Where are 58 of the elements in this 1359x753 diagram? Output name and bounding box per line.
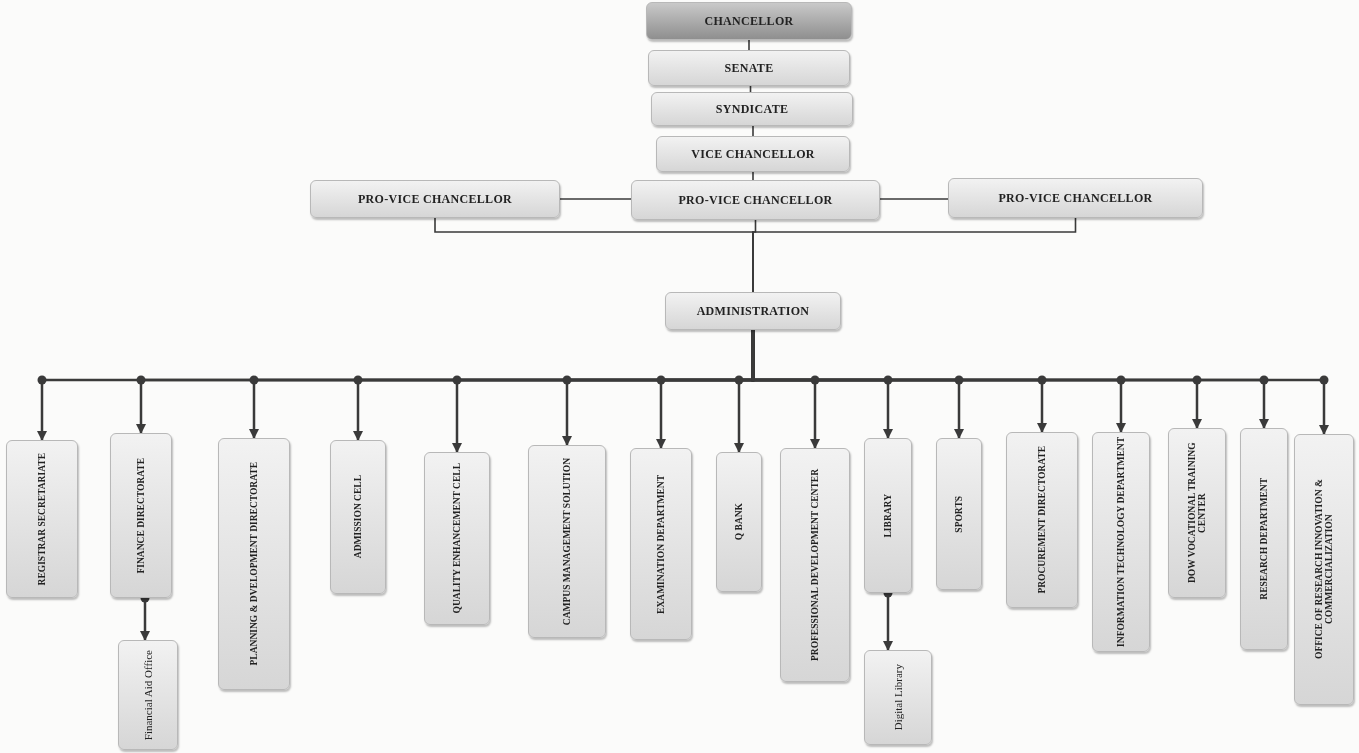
unit-name: ADMISSION CELL [352, 475, 364, 559]
org-box [424, 452, 490, 625]
org-box [716, 452, 762, 592]
unit-name: PRO-VICE CHANCELLOR [998, 190, 1153, 207]
org-box [310, 180, 560, 218]
org-box [631, 180, 880, 220]
org-box [780, 448, 850, 682]
unit-name: Digital Library [891, 664, 905, 731]
unit-name: ADMINISTRATION [696, 303, 810, 320]
unit-name: LIBRARY [882, 493, 894, 538]
org-box [330, 440, 386, 594]
connector-line [752, 171, 754, 181]
unit-name: FINANCE DIRECTORATE [135, 457, 147, 574]
org-box [648, 50, 850, 86]
unit-name: RESEARCH DEPARTMENT [1258, 478, 1270, 600]
unit-name: INFORMATION TECHNOLOGY DEPARTMENT [1115, 437, 1127, 647]
unit-name: PROFESSIONAL DEVELOPMENT CENTER [809, 469, 821, 661]
org-box [110, 433, 172, 598]
org-box [630, 448, 692, 640]
org-box [118, 640, 178, 750]
org-box [864, 438, 912, 593]
org-box [1240, 428, 1288, 650]
unit-name: SENATE [724, 60, 774, 77]
unit-name: PRO-VICE CHANCELLOR [357, 191, 512, 208]
org-box [948, 178, 1203, 218]
org-box [665, 292, 841, 330]
org-box [651, 92, 853, 126]
connector-line [559, 198, 632, 200]
unit-name: VICE CHANCELLOR [691, 146, 815, 163]
org-box [6, 440, 78, 598]
unit-name: QUALITY ENHANCEMENT CELL [451, 463, 463, 614]
connector-line [748, 39, 750, 51]
org-box [646, 2, 852, 40]
org-box [528, 445, 606, 638]
unit-name: REGISTRAR SECRETARIATE [36, 452, 48, 586]
org-box [936, 438, 982, 590]
connector-line [752, 217, 1077, 293]
org-box [218, 438, 290, 690]
org-box [1006, 432, 1078, 608]
unit-name: CHANCELLOR [704, 13, 794, 30]
connector-line [752, 125, 754, 137]
org-box [1168, 428, 1226, 598]
unit-name: PROCUREMENT DIRECTORATE [1036, 446, 1048, 594]
org-box [1294, 434, 1354, 705]
unit-name: CAMPUS MANAGEMENT SOLUTION [561, 457, 573, 626]
unit-name: DOW VOCATIONAL TRAINING CENTER [1186, 441, 1208, 586]
unit-name: Financial Aid Office [141, 649, 155, 741]
connector-line [879, 198, 949, 200]
org-box [1092, 432, 1150, 652]
unit-name: SPORTS [953, 495, 965, 533]
unit-name: Q BANK [733, 503, 745, 541]
unit-name: SYNDICATE [715, 101, 789, 118]
org-box [656, 136, 850, 172]
unit-name: PLANNING & DVELOPMENT DIRECTORATE [248, 462, 260, 666]
unit-name: EXAMINATION DEPARTMENT [655, 474, 667, 614]
unit-name: OFFICE OF RESEARCH INNOVATION & COMMERCIALIZATION [1313, 478, 1335, 662]
org-box [864, 650, 932, 745]
unit-name: PRO-VICE CHANCELLOR [678, 192, 833, 209]
